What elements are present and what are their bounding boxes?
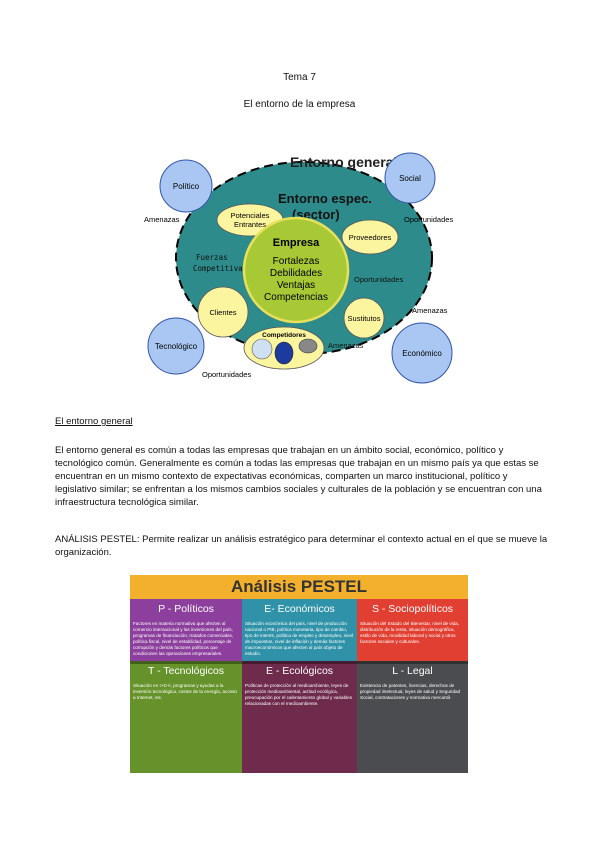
node-competidores-label: Competidores: [262, 332, 306, 339]
pestel-divider: [130, 661, 468, 664]
node-economico: [391, 322, 453, 384]
pestel-cell-text: Factores en materia normativa que afecte…: [133, 621, 234, 656]
node-politico: [159, 159, 213, 213]
pestel-cell-title: E- Económicos: [264, 603, 335, 615]
pestel-cell-title: L - Legal: [392, 665, 433, 677]
label-oportunidades-right: Oportunidades: [404, 215, 453, 224]
node-economico-label: Económico: [402, 349, 442, 358]
document-title: Tema 7: [283, 72, 316, 83]
empresa-item-1: Fortalezas: [273, 256, 320, 267]
pestel-cell-text: Situación del Estado del Bienestar, nive…: [360, 621, 460, 644]
label-amenazas-left: Amenazas: [144, 215, 180, 224]
node-clientes-label: Clientes: [209, 308, 236, 317]
pestel-cell-text: Políticas de protección al medioambiente…: [245, 683, 352, 706]
pestel-title: Análisis PESTEL: [130, 575, 468, 599]
node-social-label: Social: [399, 174, 421, 183]
label-fuerzas: Fuerzas: [196, 253, 228, 262]
outer-title: Entorno general: [290, 154, 397, 170]
pestel-cell-politicos: P - Políticos Factores en materia normat…: [130, 599, 242, 661]
node-clientes: [197, 286, 249, 338]
pestel-cell-sociopoliticos: S - Sociopolíticos Situación del Estado …: [357, 599, 468, 661]
empresa-circle: [242, 216, 350, 324]
empresa-title: Empresa: [273, 237, 320, 249]
competitor-circle-grey: [298, 338, 318, 354]
paragraph-pestel: ANÁLISIS PESTEL: Permite realizar un aná…: [55, 534, 548, 558]
node-potenciales-line1: Potenciales: [231, 211, 270, 220]
label-competitivas: Competitivas: [193, 264, 247, 273]
pestel-cell-legal: L - Legal Existencia de patentes, licenc…: [357, 661, 468, 773]
environment-diagram: Entorno general Entorno espec. (sector) …: [144, 152, 453, 384]
pestel-cell-title: T - Tecnológicos: [147, 665, 225, 677]
pestel-cell-title: E - Ecológicos: [265, 665, 334, 677]
node-sustitutos: [343, 297, 385, 339]
label-amenazas-right: Amenazas: [412, 306, 448, 315]
competitor-circle-dark: [274, 341, 294, 365]
label-oportunidades-inner: Oportunidades: [354, 275, 403, 284]
pestel-cell-title: S - Sociopolíticos: [371, 603, 454, 615]
node-potenciales-line2: Entrantes: [234, 220, 266, 229]
pestel-cell-text: Situación económica del país, nivel de p…: [245, 621, 354, 656]
label-amenazas-inner: Amenazas: [328, 341, 364, 350]
node-social: [384, 152, 436, 204]
section-heading: El entorno general: [55, 416, 133, 427]
node-sustitutos-label: Sustitutos: [348, 314, 381, 323]
empresa-item-4: Competencias: [264, 292, 328, 303]
document-subtitle: El entorno de la empresa: [243, 99, 356, 110]
pestel-cell-tecnologicos: T - Tecnológicos Situación en I+D+i, pro…: [130, 661, 242, 773]
pestel-cell-economicos: E- Económicos Situación económica del pa…: [242, 599, 357, 661]
node-politico-label: Político: [173, 182, 200, 191]
pestel-figure: Análisis PESTEL P - Políticos Factores e…: [130, 575, 468, 773]
paragraph-general: El entorno general es común a todas las …: [55, 445, 542, 508]
competitor-circle-light: [251, 338, 273, 360]
node-proveedores: [341, 219, 399, 255]
empresa-item-3: Ventajas: [277, 280, 315, 291]
pestel-cell-ecologicos: E - Ecológicos Políticas de protección a…: [242, 661, 357, 773]
node-proveedores-label: Proveedores: [349, 233, 392, 242]
node-tecnologico-label: Tecnológico: [155, 342, 198, 351]
node-tecnologico: [147, 317, 205, 375]
pestel-cell-text: Situación en I+D+i, programas y ayudas a…: [133, 683, 237, 700]
empresa-item-2: Debilidades: [270, 268, 322, 279]
pestel-cell-text: Existencia de patentes, licencias, derec…: [360, 683, 461, 700]
pestel-cell-title: P - Políticos: [158, 603, 214, 615]
specific-title: Entorno espec.: [278, 191, 372, 206]
label-oportunidades-bottom: Oportunidades: [202, 370, 251, 379]
